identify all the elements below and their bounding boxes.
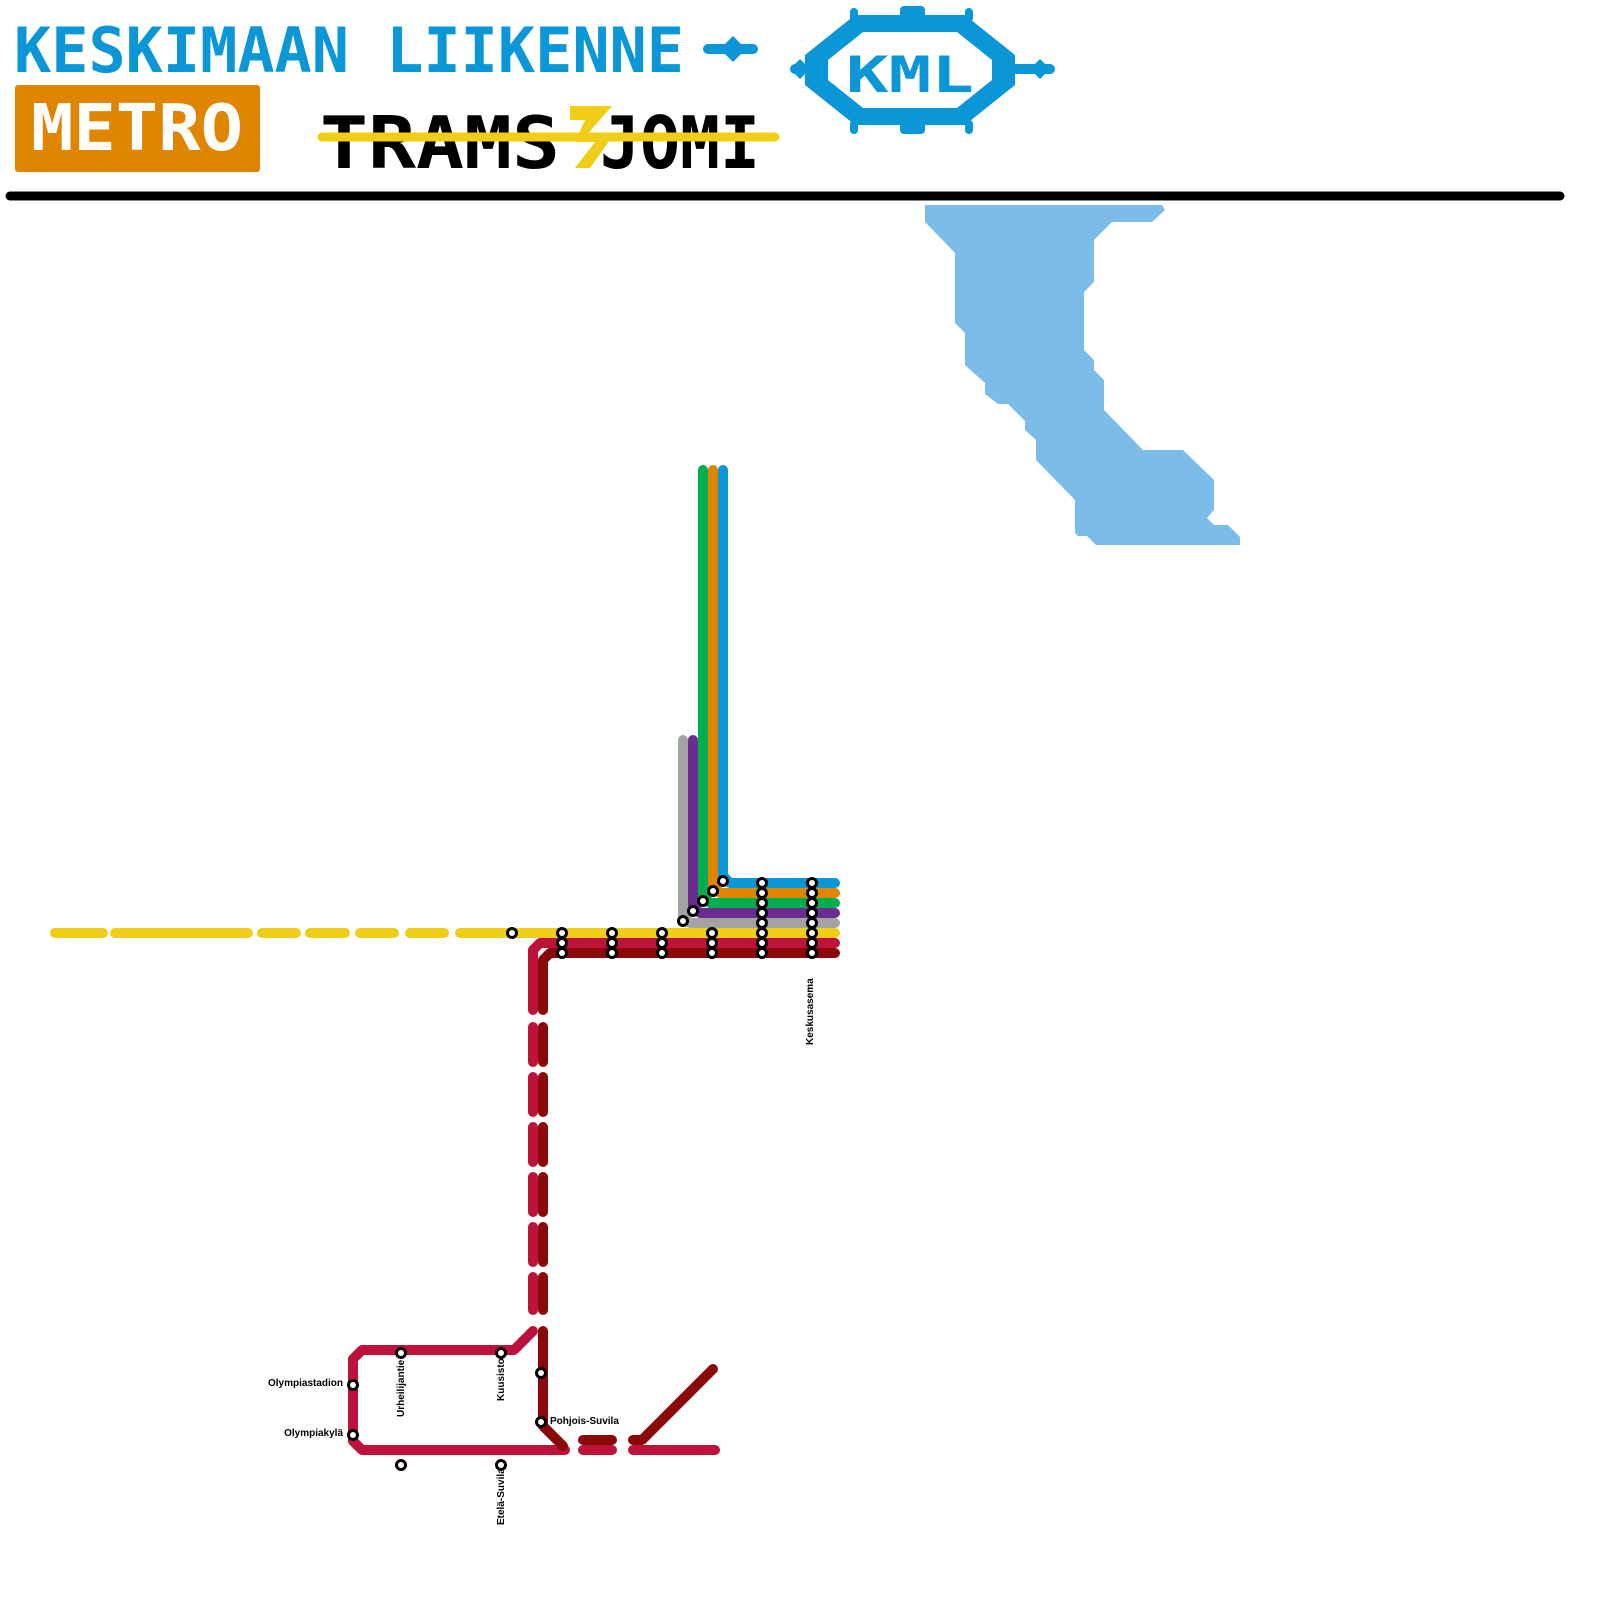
stop-olympiakyla[interactable]	[347, 1429, 359, 1441]
stop-kuusisto[interactable]	[495, 1347, 507, 1359]
stop-green-corner[interactable]	[697, 895, 709, 907]
stop-trunk[interactable]	[606, 947, 618, 959]
line-darkred-east	[628, 1364, 718, 1445]
label-keskusasema: Keskusasema	[805, 978, 816, 1045]
line-orange	[708, 465, 840, 898]
stop-keskusasema[interactable]	[806, 937, 818, 949]
metro-label: METRO	[31, 92, 243, 166]
stop-urheilijantie-south[interactable]	[395, 1459, 407, 1471]
stop-trunk[interactable]	[756, 907, 768, 919]
line-darkred-branch	[538, 1326, 568, 1451]
stop-keskusasema[interactable]	[806, 877, 818, 889]
stop-gray-corner[interactable]	[677, 915, 689, 927]
stop-trunk[interactable]	[756, 877, 768, 889]
stop-trunk[interactable]	[656, 947, 668, 959]
stop-trunk[interactable]	[656, 937, 668, 949]
line-darkred-trunk	[538, 948, 840, 1015]
label-etela-suvila: Etelä-Suvila	[496, 1468, 507, 1525]
stop-keskusasema[interactable]	[806, 927, 818, 939]
stop-darkred[interactable]	[535, 1367, 547, 1379]
header-logo: KESKIMAAN LIIKENNE KML METRO	[14, 6, 1055, 185]
stop-pohjois-suvila[interactable]	[535, 1416, 547, 1428]
stop-keskusasema[interactable]	[806, 887, 818, 899]
stop-trunk[interactable]	[556, 947, 568, 959]
ornament-icon	[703, 36, 758, 62]
stop-keskusasema[interactable]	[806, 917, 818, 929]
stop-trunk[interactable]	[756, 937, 768, 949]
label-olympiastadion: Olympiastadion	[268, 1378, 343, 1389]
tram-label-left: TRAMS	[320, 101, 560, 185]
water-body	[925, 205, 1240, 545]
stop-trunk[interactable]	[756, 927, 768, 939]
stop-trunk[interactable]	[606, 927, 618, 939]
stop-blue-corner[interactable]	[717, 875, 729, 887]
station-labels: Keskusasema Olympiastadion Olympiakylä U…	[268, 978, 816, 1525]
station-markers	[347, 875, 818, 1471]
stop-trunk[interactable]	[756, 897, 768, 909]
stop-keskusasema[interactable]	[806, 947, 818, 959]
stop-trunk[interactable]	[756, 947, 768, 959]
tram-logo: TRAMS JOMI	[317, 101, 780, 185]
stop-trunk[interactable]	[756, 917, 768, 929]
line-red-loop	[348, 1326, 570, 1455]
label-kuusisto: Kuusisto	[496, 1358, 507, 1401]
stop-olympiastadion[interactable]	[347, 1379, 359, 1391]
stop-etela-suvila[interactable]	[495, 1459, 507, 1471]
stop-trunk[interactable]	[556, 927, 568, 939]
stop-urheilijantie[interactable]	[395, 1347, 407, 1359]
operator-abbr: KML	[846, 46, 974, 104]
stop-yellow[interactable]	[506, 927, 518, 939]
metro-badge: METRO	[15, 85, 260, 172]
stop-trunk[interactable]	[706, 927, 718, 939]
kml-emblem-icon: KML	[790, 6, 1055, 134]
stop-trunk[interactable]	[706, 947, 718, 959]
stop-trunk[interactable]	[556, 937, 568, 949]
line-blue	[718, 465, 840, 888]
stop-trunk[interactable]	[756, 887, 768, 899]
label-pohjois-suvila: Pohjois-Suvila	[550, 1416, 619, 1427]
label-olympiakyla: Olympiakylä	[284, 1428, 343, 1439]
line-red-trunk	[528, 938, 840, 1015]
stop-trunk[interactable]	[606, 937, 618, 949]
stop-purple-corner[interactable]	[687, 905, 699, 917]
operator-name: KESKIMAAN LIIKENNE	[14, 14, 684, 87]
label-urheilijantie: Urheilijantie	[396, 1359, 407, 1417]
stop-orange-corner[interactable]	[707, 885, 719, 897]
stop-keskusasema[interactable]	[806, 897, 818, 909]
stop-keskusasema[interactable]	[806, 907, 818, 919]
transit-lines	[50, 465, 840, 1455]
stop-trunk[interactable]	[706, 937, 718, 949]
stop-trunk[interactable]	[656, 927, 668, 939]
tram-label-right: JOMI	[600, 101, 760, 185]
